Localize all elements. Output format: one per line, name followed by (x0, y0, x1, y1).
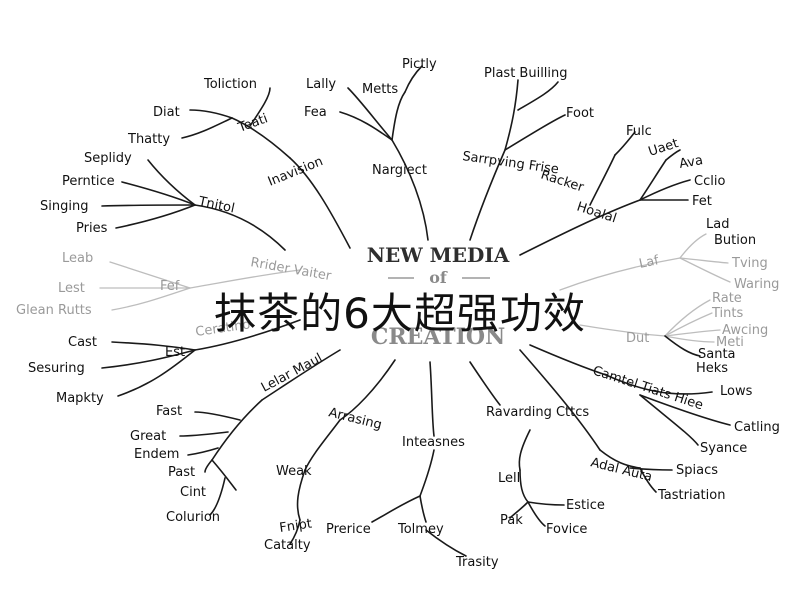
branch-bottom-left-center-label-2: Fnipt (278, 517, 312, 536)
branch-left-upper: Tnitol Seplidy Perntice Singing Pries (40, 151, 286, 251)
branch-right-faint: Laf Lad Bution Tving Waring (559, 217, 779, 292)
branch-right-lower: Camtel Tiats Hiee Lows Catling Syance (529, 344, 780, 456)
branch-top-left-label-3: Thatty (127, 132, 170, 147)
center-node: NEW MEDIA of CREATION (367, 243, 510, 350)
branch-right-faint-hub: Laf (638, 253, 661, 272)
branch-right-mid: Dut Rate Tints Awcing Meti Santa Heks (579, 291, 768, 376)
branch-left-upper-label-1: Seplidy (84, 151, 132, 166)
branch-bottom-center-label-3: Trasity (455, 555, 499, 570)
branch-right-mid-label-4: Meti (716, 335, 744, 350)
branch-right-lower-label-1: Lows (720, 384, 753, 399)
branch-right-faint-label-4: Waring (734, 277, 779, 292)
branch-left-upper-hub: Tnitol (196, 194, 236, 216)
branch-bottom-left-label-3: Endem (134, 447, 179, 462)
branch-top-left: Inavision Teati Toliction Diat Thatty (127, 77, 351, 249)
branch-bottom-left-center-label-1: Weak (276, 464, 312, 479)
branch-top-right-label-4: Cclio (694, 174, 725, 189)
branch-bottom-left-hub: Lelar Maul (259, 351, 325, 396)
branch-bottom-left-label-5: Cint (180, 485, 206, 500)
branch-bottom-center-label-1: Prerice (326, 522, 371, 537)
center-title-line3: CREATION (371, 324, 505, 350)
branch-top-right-label-5: Fet (692, 194, 712, 209)
branch-top-right-hub: Racker (539, 168, 586, 196)
branch-bottom-center-hub: Inteasnes (402, 435, 465, 450)
branch-right-faint-label-3: Tving (731, 256, 768, 271)
branch-top-right-mid: Hoalal (575, 200, 619, 227)
branch-bottom-right-center-label-4: Fovice (546, 522, 587, 537)
branch-top-right: Racker Hoalal Fulc Uaet Ava Cclio Fet (519, 124, 725, 256)
branch-top-left-mid: Teati (235, 111, 270, 136)
branch-right-mid-label-6: Heks (696, 361, 728, 376)
branch-left-upper-label-3: Singing (40, 199, 88, 214)
branch-bottom-left-label-4: Past (168, 465, 195, 480)
overlay-title: 抹茶的6大超强功效 (214, 289, 586, 338)
branch-left-lower-hub: Est (165, 345, 185, 360)
branch-top-center-right: Sarrpving Frise Plast Builling Foot (461, 66, 594, 241)
branch-bottom-left: Lelar Maul Fast Great Endem Past Cint Co… (130, 349, 341, 525)
branch-right-mid-label-1: Rate (712, 291, 742, 306)
branch-top-center-left-label-3: Pictly (402, 57, 437, 72)
branch-top-center-left-hub: Nargiect (372, 163, 427, 178)
branch-top-center-right-label-2: Foot (566, 106, 594, 121)
branch-bottom-left-center-hub: Arrasing (327, 405, 383, 433)
branch-top-left-hub: Inavision (266, 154, 325, 190)
branch-bottom-left-center-label-3: Catalty (264, 538, 311, 553)
center-title-line2: of (429, 268, 448, 287)
branch-right-mid-label-2: Tints (711, 306, 743, 321)
branch-bottom-right-center: Ravarding Cttcs Lell Estice Pak Fovice (469, 361, 605, 537)
branch-bottom-right-hub: Adal Auta (589, 455, 654, 485)
branch-top-center-left-label-1: Lally (306, 77, 336, 92)
branch-bottom-right-center-label-2: Estice (566, 498, 605, 513)
branch-left-faint-hub: Fef (160, 279, 180, 294)
branch-top-right-label-2: Uaet (647, 136, 681, 160)
branch-left-faint-label-2: Lest (58, 281, 85, 296)
branch-top-left-label-2: Diat (153, 105, 180, 120)
branch-top-right-label-1: Fulc (626, 124, 652, 139)
branch-left-faint-label-1: Leab (62, 251, 93, 266)
center-title-line1: NEW MEDIA (367, 243, 510, 267)
branch-top-center-right-label-1: Plast Builling (484, 66, 568, 81)
branch-right-lower-label-3: Syance (700, 441, 747, 456)
branch-left-upper-label-4: Pries (76, 221, 108, 236)
branch-left-faint-label-3: Glean Rutts (16, 303, 92, 318)
branch-right-faint-label-1: Lad (706, 217, 729, 232)
branch-bottom-right-center-hub-1: Ravarding Cttcs (486, 405, 589, 420)
branch-left-lower-label-2: Sesuring (28, 361, 85, 376)
branch-bottom-left-label-2: Great (130, 429, 166, 444)
branch-bottom-right-center-label-3: Pak (500, 513, 523, 528)
branch-bottom-center: Inteasnes Prerice Tolmey Trasity (326, 361, 499, 570)
branch-left-lower-label-1: Cast (68, 335, 97, 350)
branch-right-lower-label-2: Catling (734, 420, 780, 435)
branch-bottom-center-label-2: Tolmey (397, 522, 444, 537)
branch-left-lower-label-3: Mapkty (56, 391, 104, 406)
branch-top-center-left: Nargiect Lally Metts Pictly Fea (304, 57, 437, 241)
branch-bottom-right-center-label-1: Lell (498, 471, 520, 486)
branch-bottom-right-label-2: Tastriation (657, 488, 725, 503)
branch-bottom-right-label-1: Spiacs (676, 463, 718, 478)
branch-right-mid-hub: Dut (626, 331, 649, 346)
branch-top-left-label-1: Toliction (203, 77, 257, 92)
branch-left-upper-label-2: Perntice (62, 174, 115, 189)
branch-top-right-label-3: Ava (678, 153, 704, 172)
branch-top-center-left-label-2: Metts (362, 82, 398, 97)
branch-right-mid-label-3: Awcing (722, 323, 768, 338)
branch-right-lower-hub: Camtel Tiats Hiee (591, 364, 705, 414)
branch-bottom-left-center: Arrasing Weak Fnipt Catalty (264, 359, 396, 553)
branch-right-faint-label-2: Bution (714, 233, 756, 248)
branch-top-center-left-label-4: Fea (304, 105, 327, 120)
branch-bottom-left-label-6: Colurion (166, 510, 220, 525)
branch-right-mid-label-5: Santa (698, 347, 736, 362)
branch-bottom-left-label-1: Fast (156, 404, 182, 419)
